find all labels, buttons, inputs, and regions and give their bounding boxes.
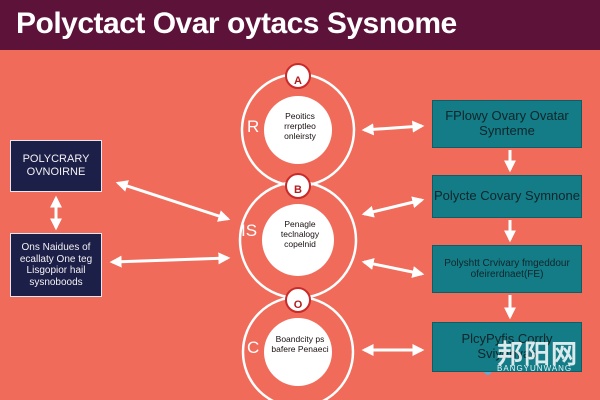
badge-bottom-bg: [285, 287, 311, 313]
circle-middle-text: Penagle teclnalogy copelnid: [280, 219, 320, 249]
circle-middle-badge: B: [294, 184, 302, 196]
circle-bottom-badge: O: [293, 299, 303, 311]
left-box-bottom-label: Ons Naidues of ecallaty One teg Lisgopio…: [19, 242, 93, 288]
circle-top-text: Peoitics rrerptleo onleirsty: [284, 111, 316, 141]
page-title: Polyctact Ovar oytacs Sysnome: [16, 7, 457, 40]
circle-middle-letter: IS: [241, 221, 258, 240]
arrow-left-bottom: [109, 252, 231, 268]
right-box-4-label: PlcyPyfis Corrly Sviyenvas: [461, 331, 553, 361]
arrow-right-2: [361, 196, 425, 218]
left-box-top: POLYCRARY OVNOIRNE: [10, 140, 102, 192]
watermark-text: 邦阳网: [497, 339, 579, 369]
right-box-3: Polyshtt Crvivary fmgeddour ofeirerdnaet…: [432, 245, 582, 293]
arrow-left-top: [115, 180, 231, 222]
circle-top-letter: R: [247, 117, 260, 136]
arrow-right-3: [361, 258, 425, 278]
right-box-2-label: Polycte Covary Symnone: [434, 188, 580, 204]
badge-top-bg: [285, 63, 311, 89]
right-box-4: PlcyPyfis Corrly Sviyenvas: [432, 322, 582, 372]
left-box-bottom: Ons Naidues of ecallaty One teg Lisgopio…: [10, 233, 102, 297]
arrow-right-1: [361, 120, 425, 136]
circle-top-badge: A: [294, 75, 302, 87]
circle-bottom-inner: [264, 318, 332, 386]
right-box-2: Polycte Covary Symnone: [432, 175, 582, 218]
right-box-3-label: Polyshtt Crvivary fmgeddour ofeirerdnaet…: [444, 257, 570, 281]
circle-top-inner: [264, 96, 332, 164]
title-banner: Polyctact Ovar oytacs Sysnome: [0, 0, 600, 50]
right-box-1-label: FPlowy Ovary Ovatar Synrteme: [445, 108, 569, 138]
circle-bottom-text: Boandcity ps bafere Penaeci: [271, 334, 329, 354]
watermark-subtext: BANGYUNWANG: [497, 364, 573, 373]
badge-middle-bg: [285, 173, 311, 199]
left-box-top-label: POLYCRARY OVNOIRNE: [22, 153, 90, 178]
circle-bottom-letter: C: [247, 338, 260, 357]
right-box-1: FPlowy Ovary Ovatar Synrteme: [432, 100, 582, 148]
circle-middle-inner: [262, 204, 334, 276]
